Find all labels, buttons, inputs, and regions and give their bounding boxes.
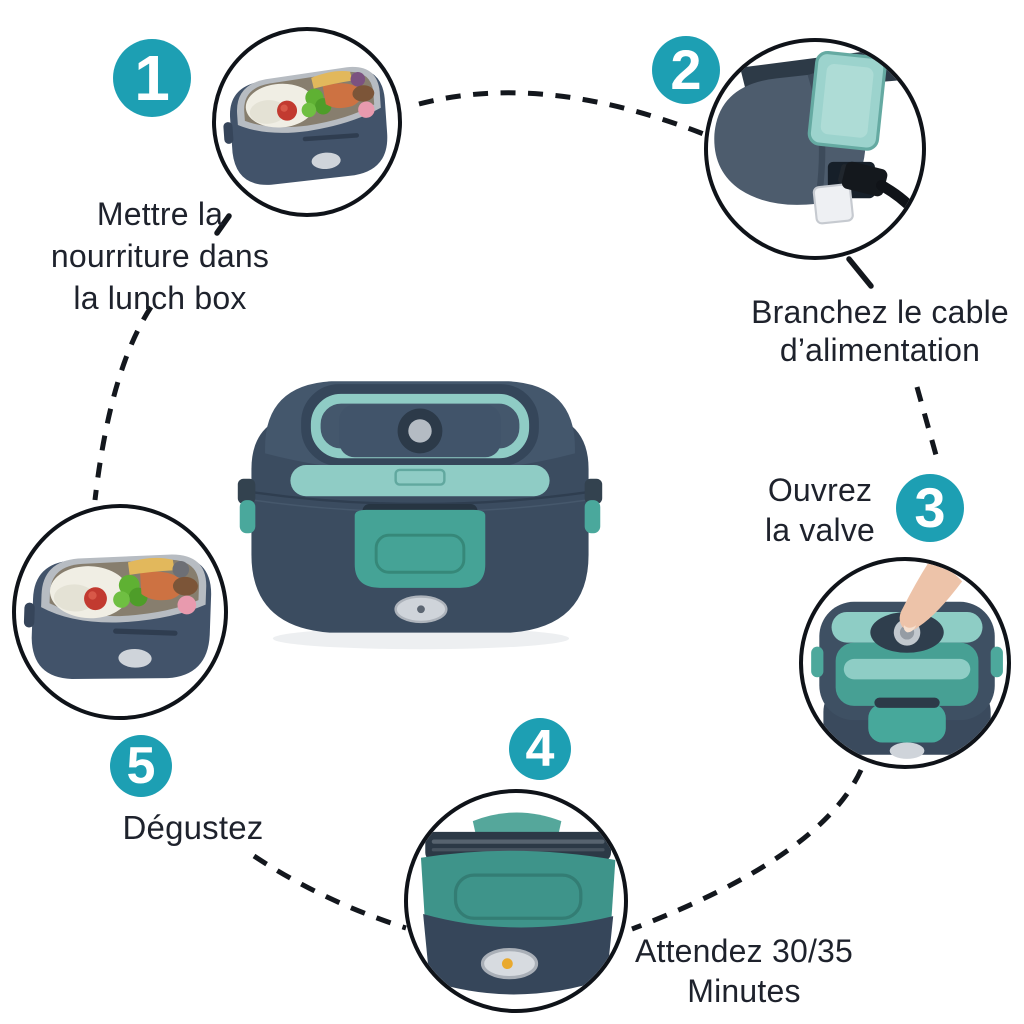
open-lunchbox-ready-illustration	[23, 554, 212, 680]
connector-tick-step1	[214, 213, 232, 236]
product-photo	[230, 350, 610, 660]
connector-step1-step5	[92, 305, 154, 501]
step-1-caption: Mettre la nourriture dans la lunch box	[30, 193, 290, 319]
step-2-caption-line: d’alimentation	[779, 332, 981, 368]
step-2-number: 2	[670, 38, 702, 101]
step-3-badge: 3	[896, 474, 964, 542]
step-4-badge: 4	[509, 718, 571, 780]
finger-pressing-valve-illustration	[811, 561, 1003, 759]
step-4-caption-line: Minutes	[687, 973, 801, 1009]
step-5-caption-line: Dégustez	[122, 809, 264, 846]
step-4-caption-line: Attendez 30/35	[634, 933, 854, 969]
step-3-number: 3	[914, 476, 946, 539]
step-4-caption: Attendez 30/35 Minutes	[614, 931, 874, 1011]
step-5-badge: 5	[110, 735, 172, 797]
step-2-caption-line: Branchez le cable	[751, 294, 1009, 330]
step-1-photo	[212, 27, 402, 217]
connector-step3-step4	[631, 768, 864, 932]
step-1-number: 1	[134, 42, 170, 114]
step-1-caption-line: Mettre la	[96, 196, 224, 232]
closed-lunchbox-front-illustration	[420, 812, 616, 995]
step-2-photo	[704, 38, 926, 260]
electric-lunch-box-illustration	[237, 381, 603, 650]
step-3-photo	[799, 557, 1011, 769]
step-1-caption-line: la lunch box	[73, 280, 247, 316]
connector-step1-step2	[418, 90, 717, 142]
connector-tick-step2	[846, 256, 874, 289]
step-3-caption-line: Ouvrez	[767, 472, 873, 508]
connector-step5-step4	[252, 853, 407, 931]
step-4-number: 4	[525, 720, 555, 778]
step-2-caption: Branchez le cable d’alimentation	[730, 293, 1024, 369]
step-3-caption: Ouvrez la valve	[722, 470, 918, 550]
step-5-caption: Dégustez	[83, 808, 303, 848]
step-1-caption-line: nourriture dans	[50, 238, 270, 274]
step-2-badge: 2	[652, 36, 720, 104]
connector-step2-step3	[914, 386, 939, 456]
step-1-badge: 1	[113, 39, 191, 117]
step-4-photo	[404, 789, 628, 1013]
cable-plug-illustration	[714, 44, 922, 225]
step-5-photo	[12, 504, 228, 720]
open-lunchbox-food-illustration	[223, 66, 388, 185]
step-5-number: 5	[126, 737, 156, 795]
step-3-caption-line: la valve	[764, 512, 876, 548]
